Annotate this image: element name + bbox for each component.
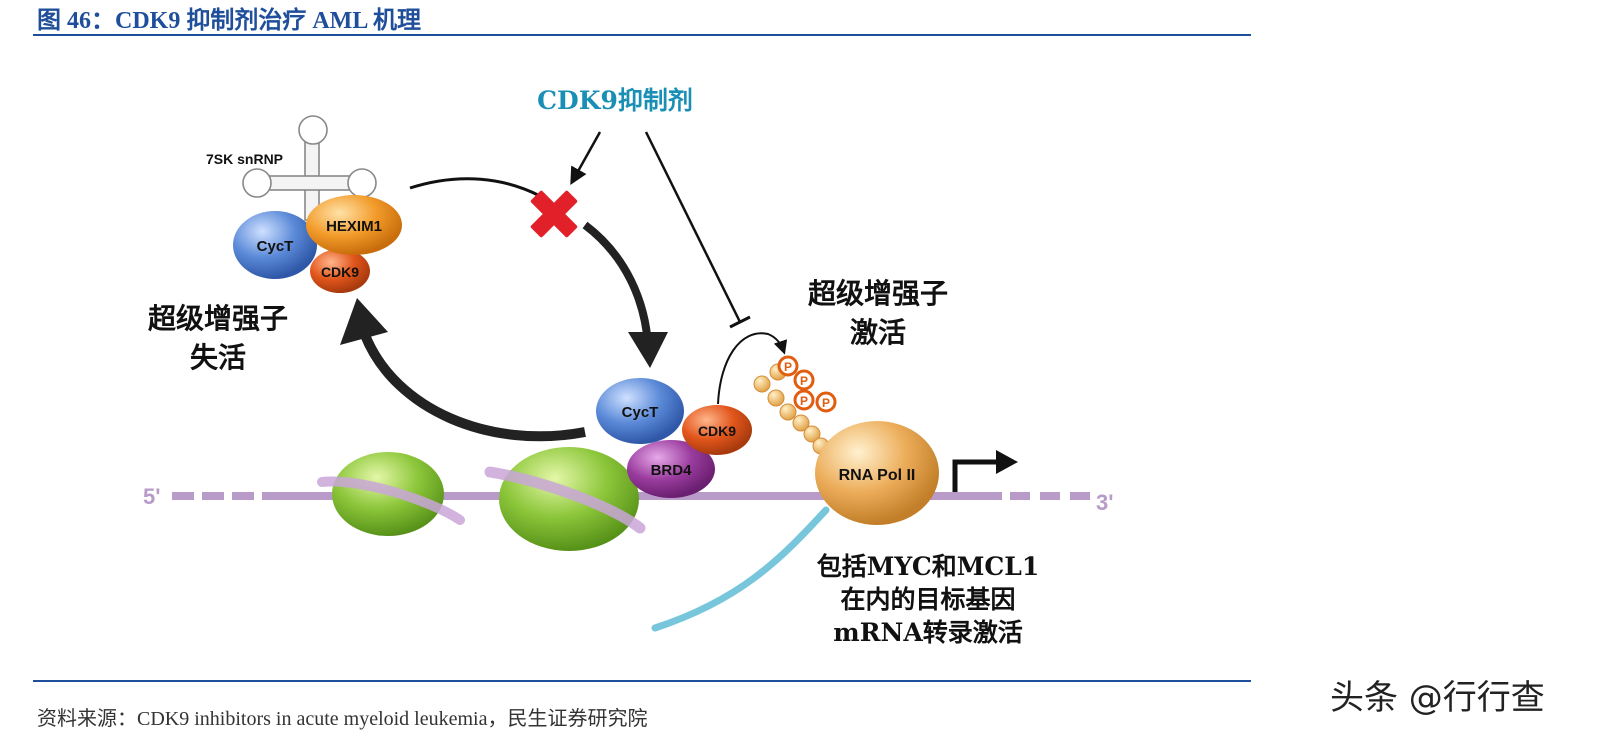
- cdk9-active: [682, 405, 752, 455]
- phospho-groups: P P P P: [777, 355, 837, 413]
- dna-dashes-left: [172, 492, 254, 500]
- phosphorylation-arrow: [717, 332, 788, 405]
- hexim1-label: HEXIM1: [326, 218, 382, 235]
- top-divider: [33, 34, 1251, 36]
- rna-pol-ii-label: RNA Pol II: [839, 467, 916, 484]
- cyct-inactive: [233, 211, 317, 279]
- se-active-label-2: 激活: [850, 316, 906, 349]
- three-prime-label: 3': [1096, 490, 1113, 515]
- five-prime-label: 5': [143, 484, 160, 509]
- source-note: 资料来源：CDK9 inhibitors in acute myeloid le…: [37, 708, 648, 730]
- target-label-3: mRNA转录激活: [833, 618, 1022, 647]
- svg-text:P: P: [784, 360, 792, 374]
- bottom-divider: [33, 680, 1251, 682]
- target-label-1: 包括MYC和MCL1: [817, 552, 1040, 581]
- activation-arrowhead: [628, 332, 668, 368]
- inhibitor-arrow: [570, 131, 602, 186]
- cyct-active: [596, 378, 684, 444]
- nucleosome-2-wrap: [484, 466, 646, 534]
- brd4-label: BRD4: [651, 462, 692, 479]
- cdk9-inactive-label: CDK9: [321, 264, 359, 280]
- cyct-active-label: CycT: [622, 404, 659, 421]
- cyct-inactive-label: CycT: [257, 238, 294, 255]
- figure-title: 图 46：CDK9 抑制剂治疗 AML 机理: [37, 8, 421, 34]
- ctd-beads: [753, 363, 830, 455]
- se-active-label-1: 超级增强子: [808, 277, 948, 310]
- cdk9-inactive: [310, 249, 370, 293]
- tss-arrow: [952, 459, 1000, 492]
- sequestration-arrow: [360, 333, 586, 442]
- mrna-transcript: [651, 506, 830, 632]
- nucleosome-1-wrap: [317, 476, 465, 525]
- inhibitor-label: CDK9抑制剂: [537, 86, 693, 115]
- sequestration-arrowhead: [340, 298, 388, 345]
- snrnp-label: 7SK snRNP: [206, 151, 283, 167]
- block-cross-icon: [530, 190, 578, 238]
- rna-pol-ii: [815, 421, 939, 525]
- se-inactive-label-2: 失活: [190, 341, 246, 374]
- target-label-2: 在内的目标基因: [840, 585, 1015, 614]
- inhibition-line: [644, 131, 742, 323]
- brand-watermark: 头条 @行行查: [1330, 678, 1545, 718]
- cdk9-active-label: CDK9: [698, 423, 736, 439]
- dna-dashes-right: [1010, 492, 1090, 500]
- svg-text:P: P: [822, 396, 830, 410]
- svg-text:P: P: [800, 394, 808, 408]
- activation-arrow: [582, 221, 652, 346]
- snrnp-structure: [242, 115, 377, 221]
- inhibition-bar: [729, 315, 751, 329]
- brd4: [627, 440, 715, 498]
- svg-text:P: P: [800, 374, 808, 388]
- release-arc: [409, 177, 541, 198]
- hexim1: [306, 195, 402, 255]
- se-inactive-label-1: 超级增强子: [148, 302, 288, 335]
- nucleosome-2: [499, 447, 639, 551]
- tss-arrowhead: [996, 450, 1018, 474]
